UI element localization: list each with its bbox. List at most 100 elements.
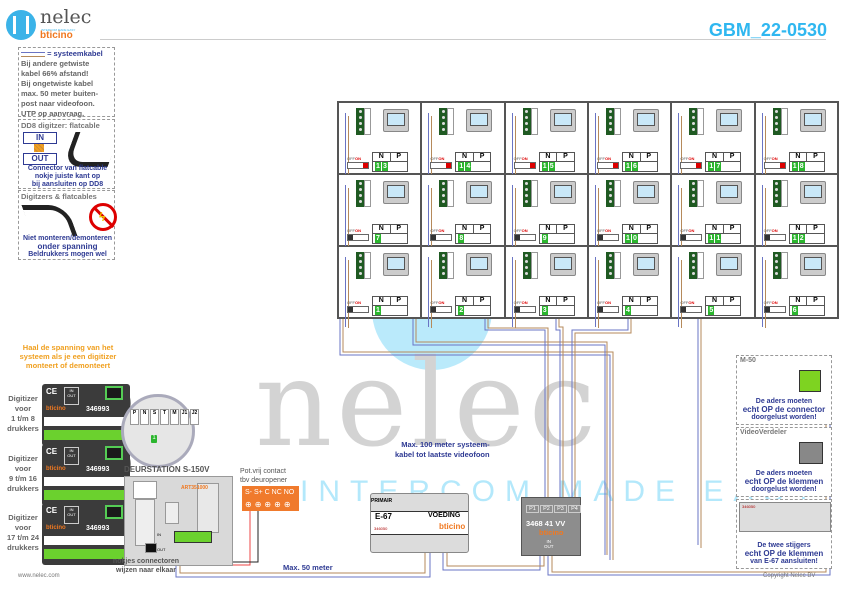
switch-off-label: OFF: [597, 300, 605, 305]
in-label: IN: [546, 539, 552, 544]
switch-knob: [431, 307, 437, 312]
np-header-n: N: [456, 297, 474, 305]
apartment-number-digit: 6: [791, 306, 798, 315]
termination-switch[interactable]: [513, 162, 536, 169]
termination-switch[interactable]: [597, 234, 619, 241]
wire-brown: [431, 116, 433, 184]
warning-line: systeem als je een digitizer: [19, 352, 117, 361]
switch-off-label: OFF: [680, 228, 689, 233]
termination-switch[interactable]: [680, 162, 703, 169]
switch-off-label: OFF: [680, 156, 689, 161]
cable-icon: [21, 51, 45, 57]
np-header-p: P: [813, 153, 818, 160]
np-header-n: N: [540, 297, 558, 305]
terminal-block-icon: [772, 180, 781, 207]
in-label: IN: [69, 448, 74, 453]
flatcable-connector: [105, 386, 123, 400]
nelec-logo-icon: [6, 10, 36, 40]
screw-terminals-icon: ⊕⊕⊕⊕⊕: [245, 500, 294, 509]
switch-on-label: ON: [521, 156, 528, 161]
termination-switch[interactable]: [430, 306, 453, 313]
wire-blue: [678, 257, 680, 327]
termination-switch[interactable]: [513, 234, 536, 241]
switch-on-label: ON: [605, 300, 611, 305]
np-header-n: N: [373, 297, 391, 305]
switch-knob: [348, 307, 353, 312]
splitter-brand: bticino: [539, 528, 564, 537]
switch-on-label: ON: [521, 300, 528, 305]
termination-switch[interactable]: [763, 234, 786, 241]
termination-switch[interactable]: [763, 306, 786, 313]
apartment-number: 8: [458, 234, 465, 243]
button-inputs: [44, 477, 128, 486]
np-header-p: P: [646, 225, 652, 232]
termination-switch[interactable]: [763, 162, 786, 169]
videophone-monitor-icon: [716, 109, 743, 132]
np-header-p: P: [479, 297, 485, 304]
videophone-monitor-icon: [799, 109, 826, 132]
note-videoverdeler: VideoVerdeler De aders moeten echt OP de…: [736, 427, 832, 497]
legend-line: nokje juiste kant op: [34, 173, 101, 180]
np-header-p: P: [646, 297, 652, 304]
footer-website[interactable]: www.nelec.com: [18, 573, 60, 579]
switch-label: OFFON: [764, 300, 778, 305]
termination-switch[interactable]: [680, 234, 703, 241]
header-divider: [100, 39, 826, 40]
wire-brown: [348, 188, 349, 256]
termination-switch[interactable]: [430, 162, 453, 169]
wire-blue: [555, 310, 561, 500]
switch-label: OFFON: [514, 156, 528, 161]
terminal-label: [697, 108, 705, 135]
legend-title: = systeemkabel: [47, 49, 103, 58]
out-label: OUT: [157, 547, 166, 552]
digitizer-label-line: voor: [14, 404, 32, 413]
termination-switch[interactable]: [347, 306, 369, 313]
terminal-label: [447, 108, 455, 135]
termination-switch[interactable]: [597, 306, 619, 313]
termination-switch[interactable]: [513, 306, 536, 313]
wire-blue: [571, 310, 629, 500]
termination-switch[interactable]: [347, 234, 369, 241]
apartment-number: 1: [375, 306, 381, 315]
videophone-monitor-icon: [716, 253, 743, 276]
apartment-number-digit: 0: [632, 234, 638, 243]
button-inputs: [44, 417, 128, 426]
switch-label: OFFON: [597, 228, 611, 233]
note-title: 346050: [742, 504, 756, 509]
switch-label: OFFON: [597, 156, 611, 161]
termination-switch[interactable]: [597, 162, 619, 169]
videophone-monitor-icon: [799, 253, 826, 276]
np-header-p: P: [563, 297, 568, 304]
switch-label: OFFON: [514, 228, 528, 233]
terminal-block-icon: [356, 108, 364, 135]
legend-line: onder spanning: [37, 242, 98, 251]
digitizer-code: 346993: [86, 525, 110, 532]
wire-brown: [431, 188, 433, 256]
note-line: De aders moeten: [755, 398, 813, 405]
digitizer-code: 346993: [86, 466, 110, 473]
videophone-monitor-icon: [716, 181, 743, 204]
switch-knob: [764, 235, 770, 240]
termination-switch[interactable]: [430, 234, 453, 241]
videophone-monitor-icon: [549, 253, 576, 276]
switch-knob: [446, 163, 452, 168]
np-header-n: N: [540, 153, 558, 161]
switch-off-label: OFF: [597, 156, 605, 161]
apartment-number-digit: 1: [708, 162, 715, 171]
termination-switch[interactable]: [347, 162, 369, 169]
videophone-monitor-icon: [633, 109, 659, 132]
switch-on-label: ON: [355, 300, 361, 305]
termination-switch[interactable]: [680, 306, 703, 313]
